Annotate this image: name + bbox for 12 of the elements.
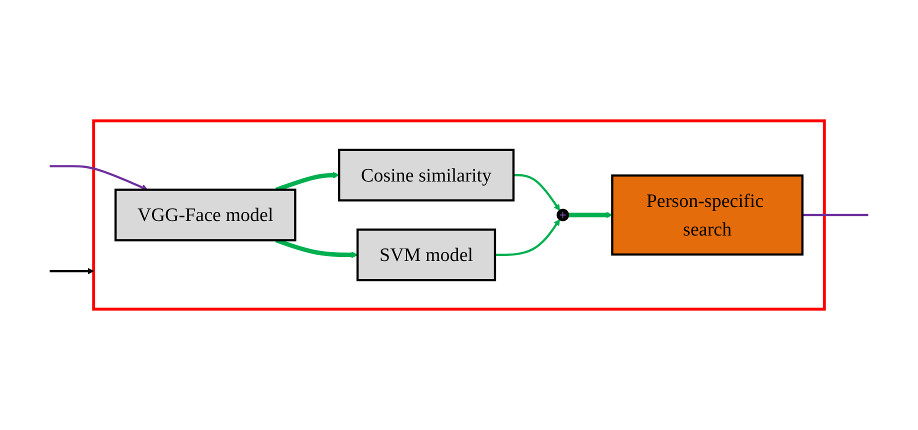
- arrow: [568, 212, 613, 218]
- arrow: [513, 174, 560, 211]
- arrow: [495, 219, 560, 256]
- cluster: [92, 119, 826, 311]
- node-box: VGG-Face model: [114, 188, 296, 242]
- node-circle: [556, 208, 570, 222]
- arrow: [50, 268, 94, 274]
- node-box: SVM model: [356, 228, 496, 282]
- connector: [802, 214, 868, 216]
- node-box: Cosine similarity: [338, 148, 515, 202]
- arrow: [50, 165, 148, 190]
- node-box: Person-specific search: [611, 174, 804, 256]
